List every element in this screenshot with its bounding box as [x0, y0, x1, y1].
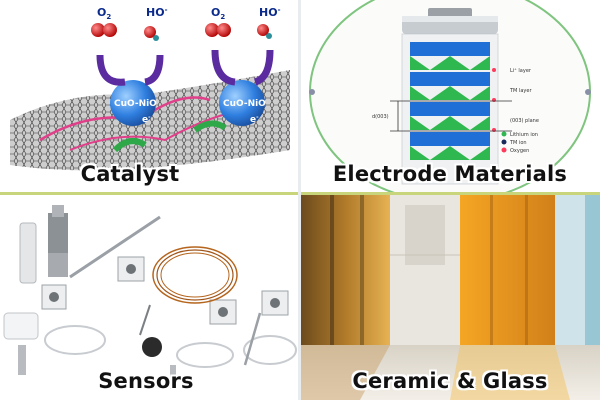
cuo-nio-particle	[110, 80, 156, 126]
junction-box	[261, 290, 289, 316]
room-sensor	[3, 312, 39, 340]
legend-item: Oxygen	[510, 148, 529, 154]
amber-glass-panel	[300, 195, 390, 345]
purple-arrow	[96, 54, 126, 86]
junction-box	[209, 299, 237, 325]
layer-label: TM layer	[509, 88, 532, 94]
electrode-illustration: d(003) Li⁺ layer TM layer (003) plane Li…	[309, 0, 591, 192]
catalyst-illustration: O2 HO- O2 HO- CuO-NiO CuO-NiO e- e-	[10, 6, 290, 171]
battery-cap	[428, 8, 472, 18]
oxygen-molecule	[91, 23, 105, 37]
electron-label: e-	[142, 114, 151, 125]
ho-label: HO-	[146, 6, 168, 19]
glass-panel: Ceramic & Glass	[300, 195, 600, 400]
layer-label: Li⁺ layer	[510, 68, 532, 74]
cuo-nio-particle	[219, 80, 265, 126]
o2-label: O2	[97, 6, 111, 21]
vertical-divider	[298, 0, 301, 400]
glass-caption: Ceramic & Glass	[352, 369, 548, 393]
layer-label: (003) plane	[510, 118, 539, 124]
junction-box	[117, 256, 145, 282]
electrode-caption: Electrode Materials	[332, 162, 568, 186]
electrode-panel: d(003) Li⁺ layer TM layer (003) plane Li…	[300, 0, 600, 192]
hydroxide-molecule	[144, 26, 156, 38]
ho-label: HO-	[259, 6, 281, 19]
glass-photo	[300, 195, 600, 400]
sensors-caption: Sensors	[98, 369, 194, 393]
particle-label: CuO-NiO	[223, 99, 266, 109]
legend-item: TM ion	[509, 140, 527, 146]
electron-label: e-	[250, 114, 259, 125]
spacing-label: d(003)	[372, 114, 389, 120]
legend-item: Lithium ion	[510, 132, 538, 138]
sensors-photo	[3, 205, 297, 389]
o2-label: O2	[211, 6, 225, 21]
green-arrow	[112, 138, 147, 153]
catalyst-caption: Catalyst	[80, 162, 180, 186]
cable-coil	[44, 325, 106, 355]
junction-box	[41, 284, 67, 310]
orange-glass-panel	[460, 195, 555, 345]
crystal-layers	[410, 42, 490, 160]
flange-sensor	[142, 337, 162, 357]
sensors-panel: Sensors	[0, 195, 300, 400]
particle-label: CuO-NiO	[114, 99, 157, 109]
catalyst-panel: O2 HO- O2 HO- CuO-NiO CuO-NiO e- e- Cata…	[0, 0, 300, 192]
copper-coil	[152, 246, 238, 304]
wall-sensor	[19, 222, 37, 284]
